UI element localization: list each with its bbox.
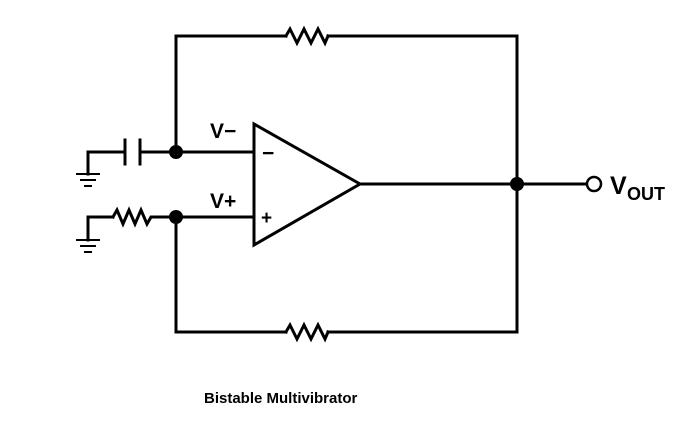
inverting-sign: − <box>262 142 274 165</box>
resistor-ground-symbol <box>76 239 100 253</box>
non-inverting-sign: + <box>261 208 272 229</box>
v-out-subscript: OUT <box>627 184 665 204</box>
input-capacitor <box>123 138 142 166</box>
v-out-label: V <box>610 172 627 200</box>
resistor-ground-wire <box>86 215 115 242</box>
bottom-feedback-wire <box>174 182 519 334</box>
input-resistor <box>110 206 157 228</box>
capacitor-ground-symbol <box>76 173 100 187</box>
op-amp-triangle <box>252 121 364 248</box>
output-terminal <box>585 175 603 193</box>
top-feedback-resistor <box>283 25 330 47</box>
diagram-caption: Bistable Multivibrator <box>204 390 358 407</box>
v-minus-label: V− <box>210 120 236 143</box>
output-junction-node <box>510 177 524 191</box>
bottom-feedback-resistor <box>283 321 330 343</box>
capacitor-ground-wire <box>86 150 127 176</box>
inverting-junction-node <box>169 145 183 159</box>
v-plus-label: V+ <box>210 190 236 213</box>
top-feedback-wire <box>174 34 519 186</box>
non-inverting-junction-node <box>169 210 183 224</box>
